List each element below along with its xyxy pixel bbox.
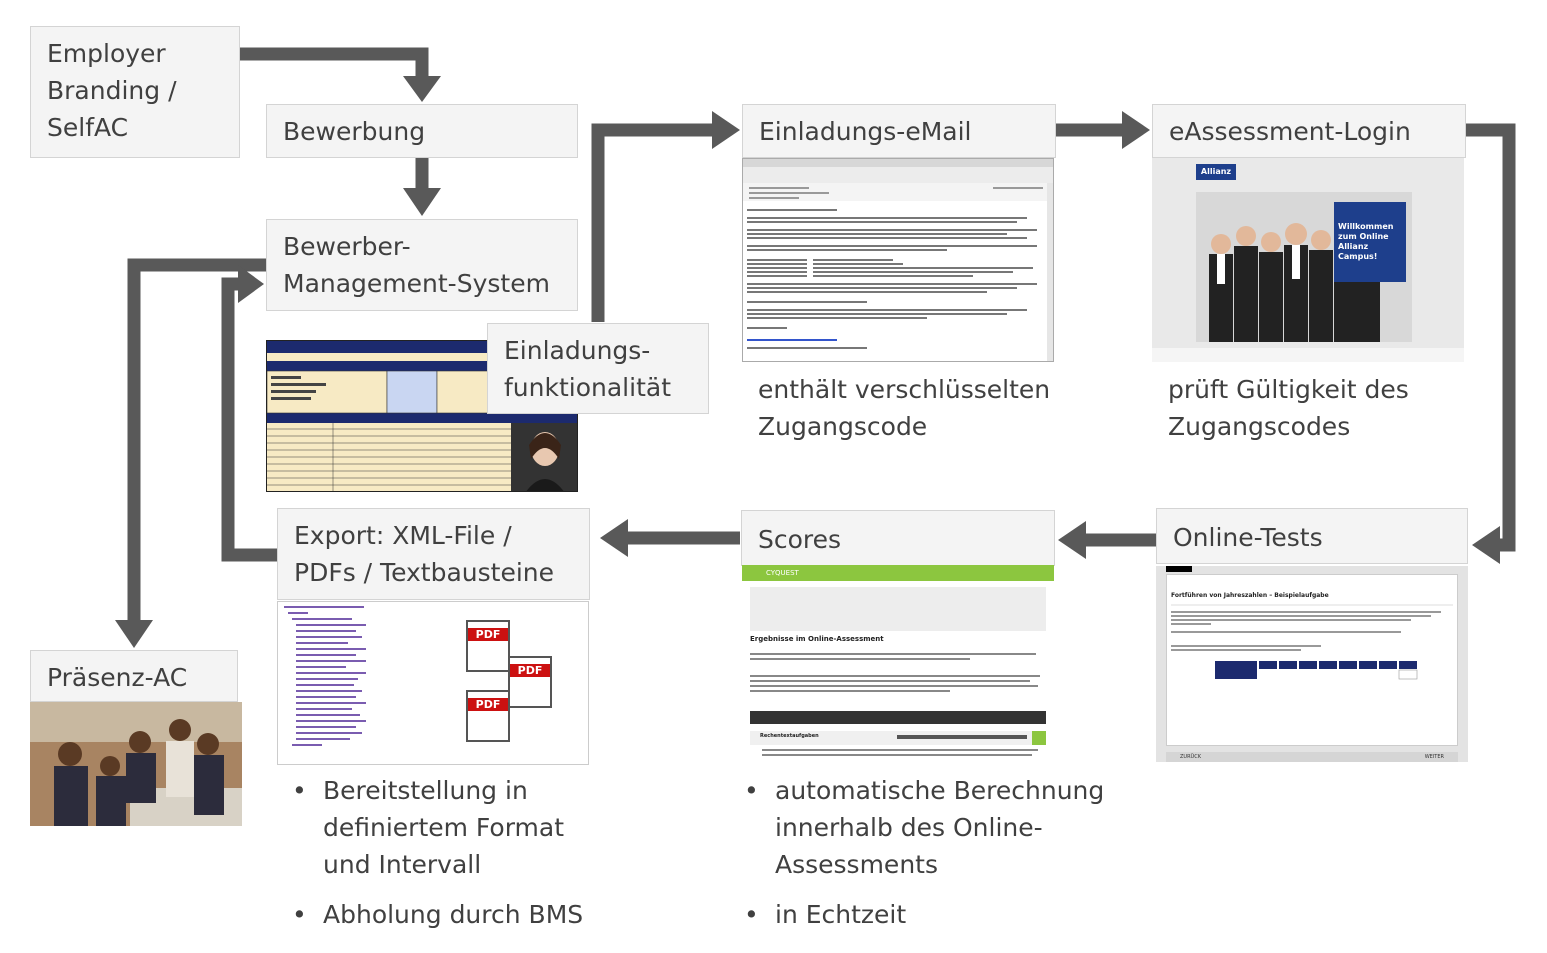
scores-user-info: [750, 587, 1046, 631]
email-window: [743, 159, 1053, 361]
scores-bullet-1: automatische Berechnung innerhalb des On…: [728, 772, 1128, 883]
arrowhead-bms: [403, 188, 441, 216]
scores-bullets: automatische Berechnung innerhalb des On…: [728, 772, 1128, 946]
export-box: Export: XML-File / PDFs / Textbausteine: [277, 508, 590, 600]
bms-box: Bewerber- Management-System: [266, 219, 578, 311]
online-tests-box: Online-Tests: [1156, 508, 1468, 564]
pdf-label-3: PDF: [468, 698, 508, 711]
scores-bullet-2: in Echtzeit: [728, 896, 1128, 933]
export-bullet-2: Abholung durch BMS: [276, 896, 596, 933]
praesenz-photo: [30, 702, 242, 826]
welcome-panel: Willkommen zum Online Allianz Campus!: [1334, 202, 1406, 282]
email-caption: enthält verschlüsselten Zugangscode: [758, 375, 1051, 441]
login-screenshot: Allianz Willkommen zum Online Allianz Ca…: [1152, 158, 1464, 362]
tests-task-content: [1171, 604, 1453, 680]
email-screenshot: [742, 158, 1054, 362]
welcome-text: Willkommen zum Online Allianz Campus!: [1338, 222, 1394, 261]
login-footer-bar: [1152, 348, 1464, 362]
pdf-label-2: PDF: [510, 664, 550, 677]
tests-nav-bar: ZURÜCK WEITER: [1166, 752, 1458, 762]
scores-content: [750, 653, 1046, 756]
scores-row-label: Rechentextaufgaben: [760, 733, 819, 739]
einladungsfunktionalitaet-box: Einladungs- funktionalität: [487, 323, 709, 414]
pdf-icon-3: PDF: [466, 690, 510, 742]
cyquest-brand: CYQUEST: [766, 569, 799, 577]
scores-screenshot: CYQUEST Ergebnisse im Online-Assessment …: [742, 565, 1054, 763]
scores-heading: Ergebnisse im Online-Assessment: [750, 635, 884, 643]
arrowhead-scores: [1058, 521, 1086, 559]
export-screenshot: PDF PDF PDF: [277, 601, 589, 765]
arrowhead-praesenz: [115, 620, 153, 648]
arrow-export-to-bms: [221, 277, 278, 562]
employer-branding-box: Employer Branding / SelfAC: [30, 26, 240, 158]
arrowhead-export: [600, 519, 628, 557]
tests-next-button[interactable]: WEITER: [1424, 754, 1444, 760]
praesenz-ac-box: Präsenz-AC: [30, 650, 238, 702]
export-bullets: Bereitstellung in definiertem Format und…: [276, 772, 596, 946]
tests-black-tab: [1166, 566, 1192, 572]
arrow-bms-to-praesenz: [127, 258, 266, 620]
tests-heading: Fortführen von Jahreszahlen – Beispielau…: [1171, 592, 1329, 599]
arrow-login-to-tests: [1466, 123, 1516, 552]
cyquest-header: CYQUEST: [742, 565, 1054, 581]
allianz-logo: Allianz: [1196, 164, 1236, 180]
pdf-icon-2: PDF: [508, 656, 552, 708]
arrowhead-email: [712, 111, 740, 149]
arrowhead-tests: [1472, 526, 1500, 564]
login-hero: Willkommen zum Online Allianz Campus!: [1196, 192, 1412, 342]
pdf-label-1: PDF: [468, 628, 508, 641]
einladungs-email-box: Einladungs-eMail: [742, 104, 1056, 158]
arrowhead-bms-in: [238, 265, 264, 303]
arrow-einladung-to-email: [591, 123, 712, 322]
login-caption: prüft Gültigkeit des Zugangscodes: [1168, 375, 1409, 441]
export-bullet-1: Bereitstellung in definiertem Format und…: [276, 772, 596, 883]
xml-listing: [284, 606, 366, 746]
arrow-branding-to-bewerbung: [240, 47, 429, 80]
scores-box: Scores: [741, 510, 1055, 566]
arrowhead-login: [1122, 111, 1150, 149]
eassessment-login-box: eAssessment-Login: [1152, 104, 1466, 158]
tests-back-button[interactable]: ZURÜCK: [1180, 754, 1201, 760]
tests-panel: Fortführen von Jahreszahlen – Beispielau…: [1166, 574, 1458, 746]
pdf-icon-1: PDF: [466, 620, 510, 672]
group-photo: [30, 702, 242, 826]
allianz-brand-text: Allianz: [1200, 167, 1232, 176]
online-tests-screenshot: Fortführen von Jahreszahlen – Beispielau…: [1156, 566, 1468, 762]
arrowhead-bewerbung: [403, 76, 441, 102]
bewerbung-box: Bewerbung: [266, 104, 578, 158]
